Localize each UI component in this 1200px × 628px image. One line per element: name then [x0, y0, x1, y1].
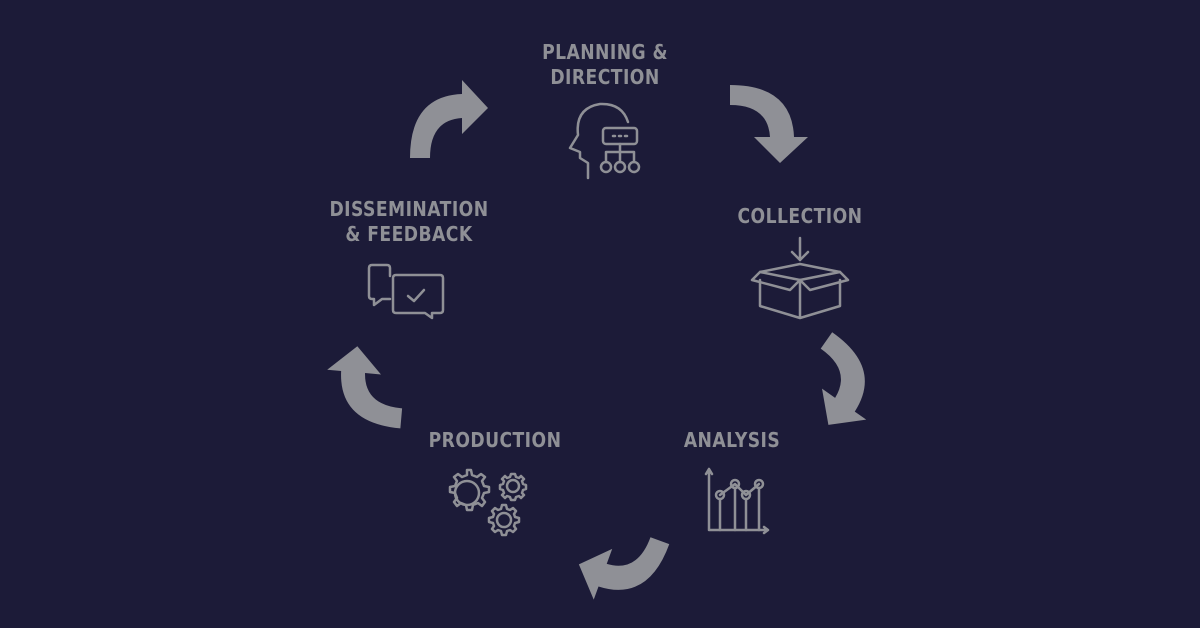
label-line: DISSEMINATION [329, 197, 489, 221]
label-line: PLANNING & [542, 40, 668, 64]
cycle-arrow-icon [410, 80, 488, 158]
stage-label-analysis: ANALYSIS [684, 428, 780, 453]
label-line: & FEEDBACK [345, 222, 473, 246]
stage-label-dissemination: DISSEMINATION & FEEDBACK [329, 197, 488, 247]
stage-label-planning: PLANNING & DIRECTION [542, 40, 668, 90]
label-line: COLLECTION [737, 204, 863, 228]
line-chart-icon [704, 467, 770, 535]
gears-icon [448, 468, 528, 537]
stage-label-collection: COLLECTION [738, 204, 863, 229]
head-flowchart-icon [568, 102, 641, 180]
cycle-arrow-icon [787, 332, 897, 441]
chat-bubbles-check-icon [367, 263, 445, 320]
label-line: PRODUCTION [428, 428, 562, 452]
cycle-arrow-icon [322, 343, 408, 429]
stage-label-production: PRODUCTION [429, 428, 562, 453]
box-arrow-in-icon [750, 236, 850, 320]
label-line: ANALYSIS [683, 428, 781, 452]
cycle-arrow-icon [569, 517, 670, 618]
cycle-arrow-icon [730, 85, 808, 163]
label-line: DIRECTION [550, 65, 660, 89]
